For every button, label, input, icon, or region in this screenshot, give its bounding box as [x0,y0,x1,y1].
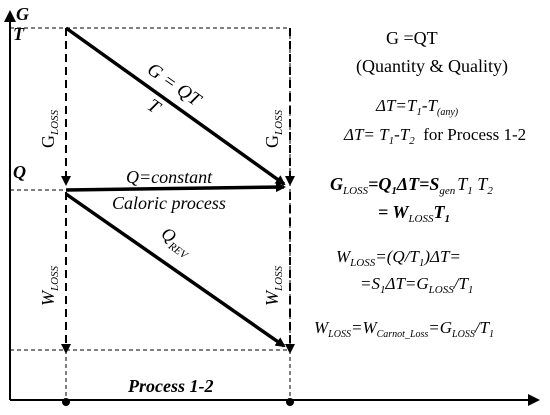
eq-w-carnot: WLOSS=WCarnot_Loss=GLOSS/T1 [314,318,494,340]
right-upper-vertical-label: GLOSS [262,109,285,148]
process-label: Process 1-2 [127,376,213,396]
eq-g-equals-qt: G =QT [386,28,438,48]
eq-w-loss-line1: WLOSS=(Q/T1)ΔT= [336,247,461,269]
eq-w-loss-bold: = WLOSST1 [378,202,450,225]
horizontal-arrow [65,182,286,193]
horizontal-label-bottom: Caloric process [112,193,226,213]
eq-delta-t-any: ΔT=T1-T(any) [375,96,459,118]
left-label-middle: Q [13,162,26,182]
y-axis-label: G [16,4,29,24]
left-lower-vertical-label: WLOSS [38,265,61,306]
eq-quantity-quality: (Quantity & Quality) [356,56,508,77]
eq-w-loss-line2: =S1ΔT=GLOSS/T1 [360,274,473,296]
lower-diagonal-label: QREV [155,223,197,262]
lower-diagonal-arrow [64,192,286,348]
eq-delta-t-process: ΔT= T1-T2 for Process 1-2 [343,125,526,147]
horizontal-label-top: Q=constant [126,167,213,187]
right-lower-vertical-label: WLOSS [262,265,285,306]
left-label-top: T [13,24,25,44]
upper-diagonal-arrow [64,26,286,186]
upper-diagonal-sub-label: T [143,95,165,119]
left-upper-vertical-label: GLOSS [38,109,61,148]
